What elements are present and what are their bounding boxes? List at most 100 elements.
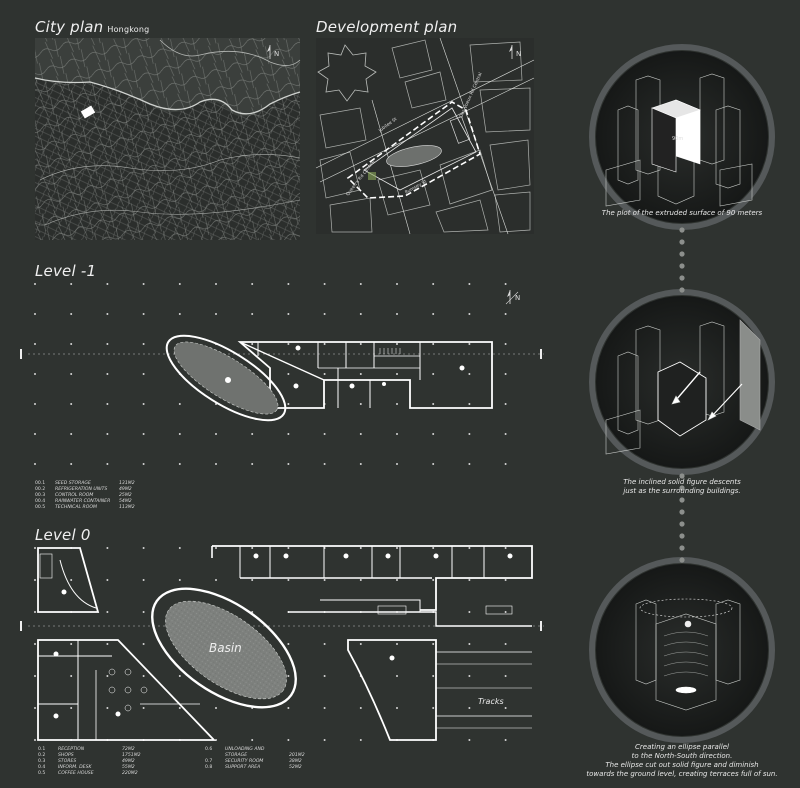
axis-marker [540,349,542,359]
grid-dot [287,675,290,677]
north-label: N [515,294,520,302]
grid-dot [106,611,109,613]
grid-dot [468,611,471,613]
connector-dot [679,533,685,539]
grid-dot [468,739,471,741]
grid-dot [178,463,181,465]
north-label: N [274,50,279,58]
grid-dot [70,313,73,315]
concept-sequence [589,44,775,743]
grid-dot [142,547,145,549]
north-arrow-icon [505,290,519,305]
grid-dot [504,675,507,677]
grid-dot [142,611,145,613]
connector-dot [679,263,685,269]
grid-dot [251,739,254,741]
grid-dot [34,283,36,285]
grid-dot [142,643,145,645]
grid-dot [70,643,73,645]
grid-dot [468,343,471,345]
grid-dot [106,643,109,645]
grid-dot [504,433,507,435]
grid-dot [34,463,36,465]
level-minus1-plan [165,334,493,422]
grid-dot [468,313,471,315]
connector-dot [679,509,685,515]
grid-dot [106,579,109,581]
grid-dot [287,707,290,709]
grid-dot [359,739,362,741]
grid-dot [468,463,471,465]
grid-dot [287,373,290,375]
grid-dot [178,283,181,285]
grid-dot [287,343,290,345]
connector-dot [679,521,685,527]
concept-2-inclined-solid [605,319,761,455]
grid-dot [432,313,435,315]
caption-extruded-plot: The plot of the extruded surface of 90 m… [601,209,763,217]
grid-dot [251,433,254,435]
grid-dot [396,403,398,405]
axis-marker [540,621,542,631]
grid-dot [178,675,181,677]
grid-dot [323,739,326,741]
grid-dot [432,283,435,285]
north-arrow-icon [267,45,271,59]
room-markers [225,345,465,389]
grid-dot [251,313,254,315]
grid-dot [504,343,507,345]
grid-dot [323,675,326,677]
grid-dot [359,433,362,435]
grid-dot [142,707,145,709]
grid-dot [323,313,326,315]
height-label: 90m [672,136,683,142]
grid-dot [287,547,290,549]
grid-dot [323,643,326,645]
grid-dot [287,463,290,465]
grid-dot [106,343,109,345]
grid-dot [396,547,398,549]
grid-dot [396,675,398,677]
grid-dot [359,403,362,405]
grid-dot [106,373,109,375]
connector-dot [679,287,685,293]
grid-dot [106,675,109,677]
basin-label: Basin [209,641,242,655]
grid-dot [396,343,398,345]
grid-dot [142,579,145,581]
concept-1-extruded-plot [605,73,753,207]
grid-dot [468,707,471,709]
grid-dot [70,579,73,581]
grid-dot [323,579,326,581]
grid-dot [34,403,36,405]
grid-dot [432,373,435,375]
grid-dot [70,373,73,375]
grid-dot [251,579,254,581]
grid-dot [178,313,181,315]
grid-dot [504,643,507,645]
grid-dot [359,283,362,285]
grid-dot [142,675,145,677]
grid-dot [323,373,326,375]
grid-dot [70,343,73,345]
grid-dot [432,463,435,465]
grid-dot [287,579,290,581]
grid-dot [323,283,326,285]
grid-dot [70,463,73,465]
grid-dot [70,403,73,405]
grid-dot [287,283,290,285]
grid-dot [142,433,145,435]
city-plan-subtitle: Hongkong [107,25,150,34]
grid-dot [142,463,145,465]
grid-dot [251,547,254,549]
connector-dot [679,545,685,551]
grid-dot [396,579,398,581]
level-0-plan [37,545,533,741]
grid-dot [34,611,36,613]
tracks-label: Tracks [478,697,504,706]
